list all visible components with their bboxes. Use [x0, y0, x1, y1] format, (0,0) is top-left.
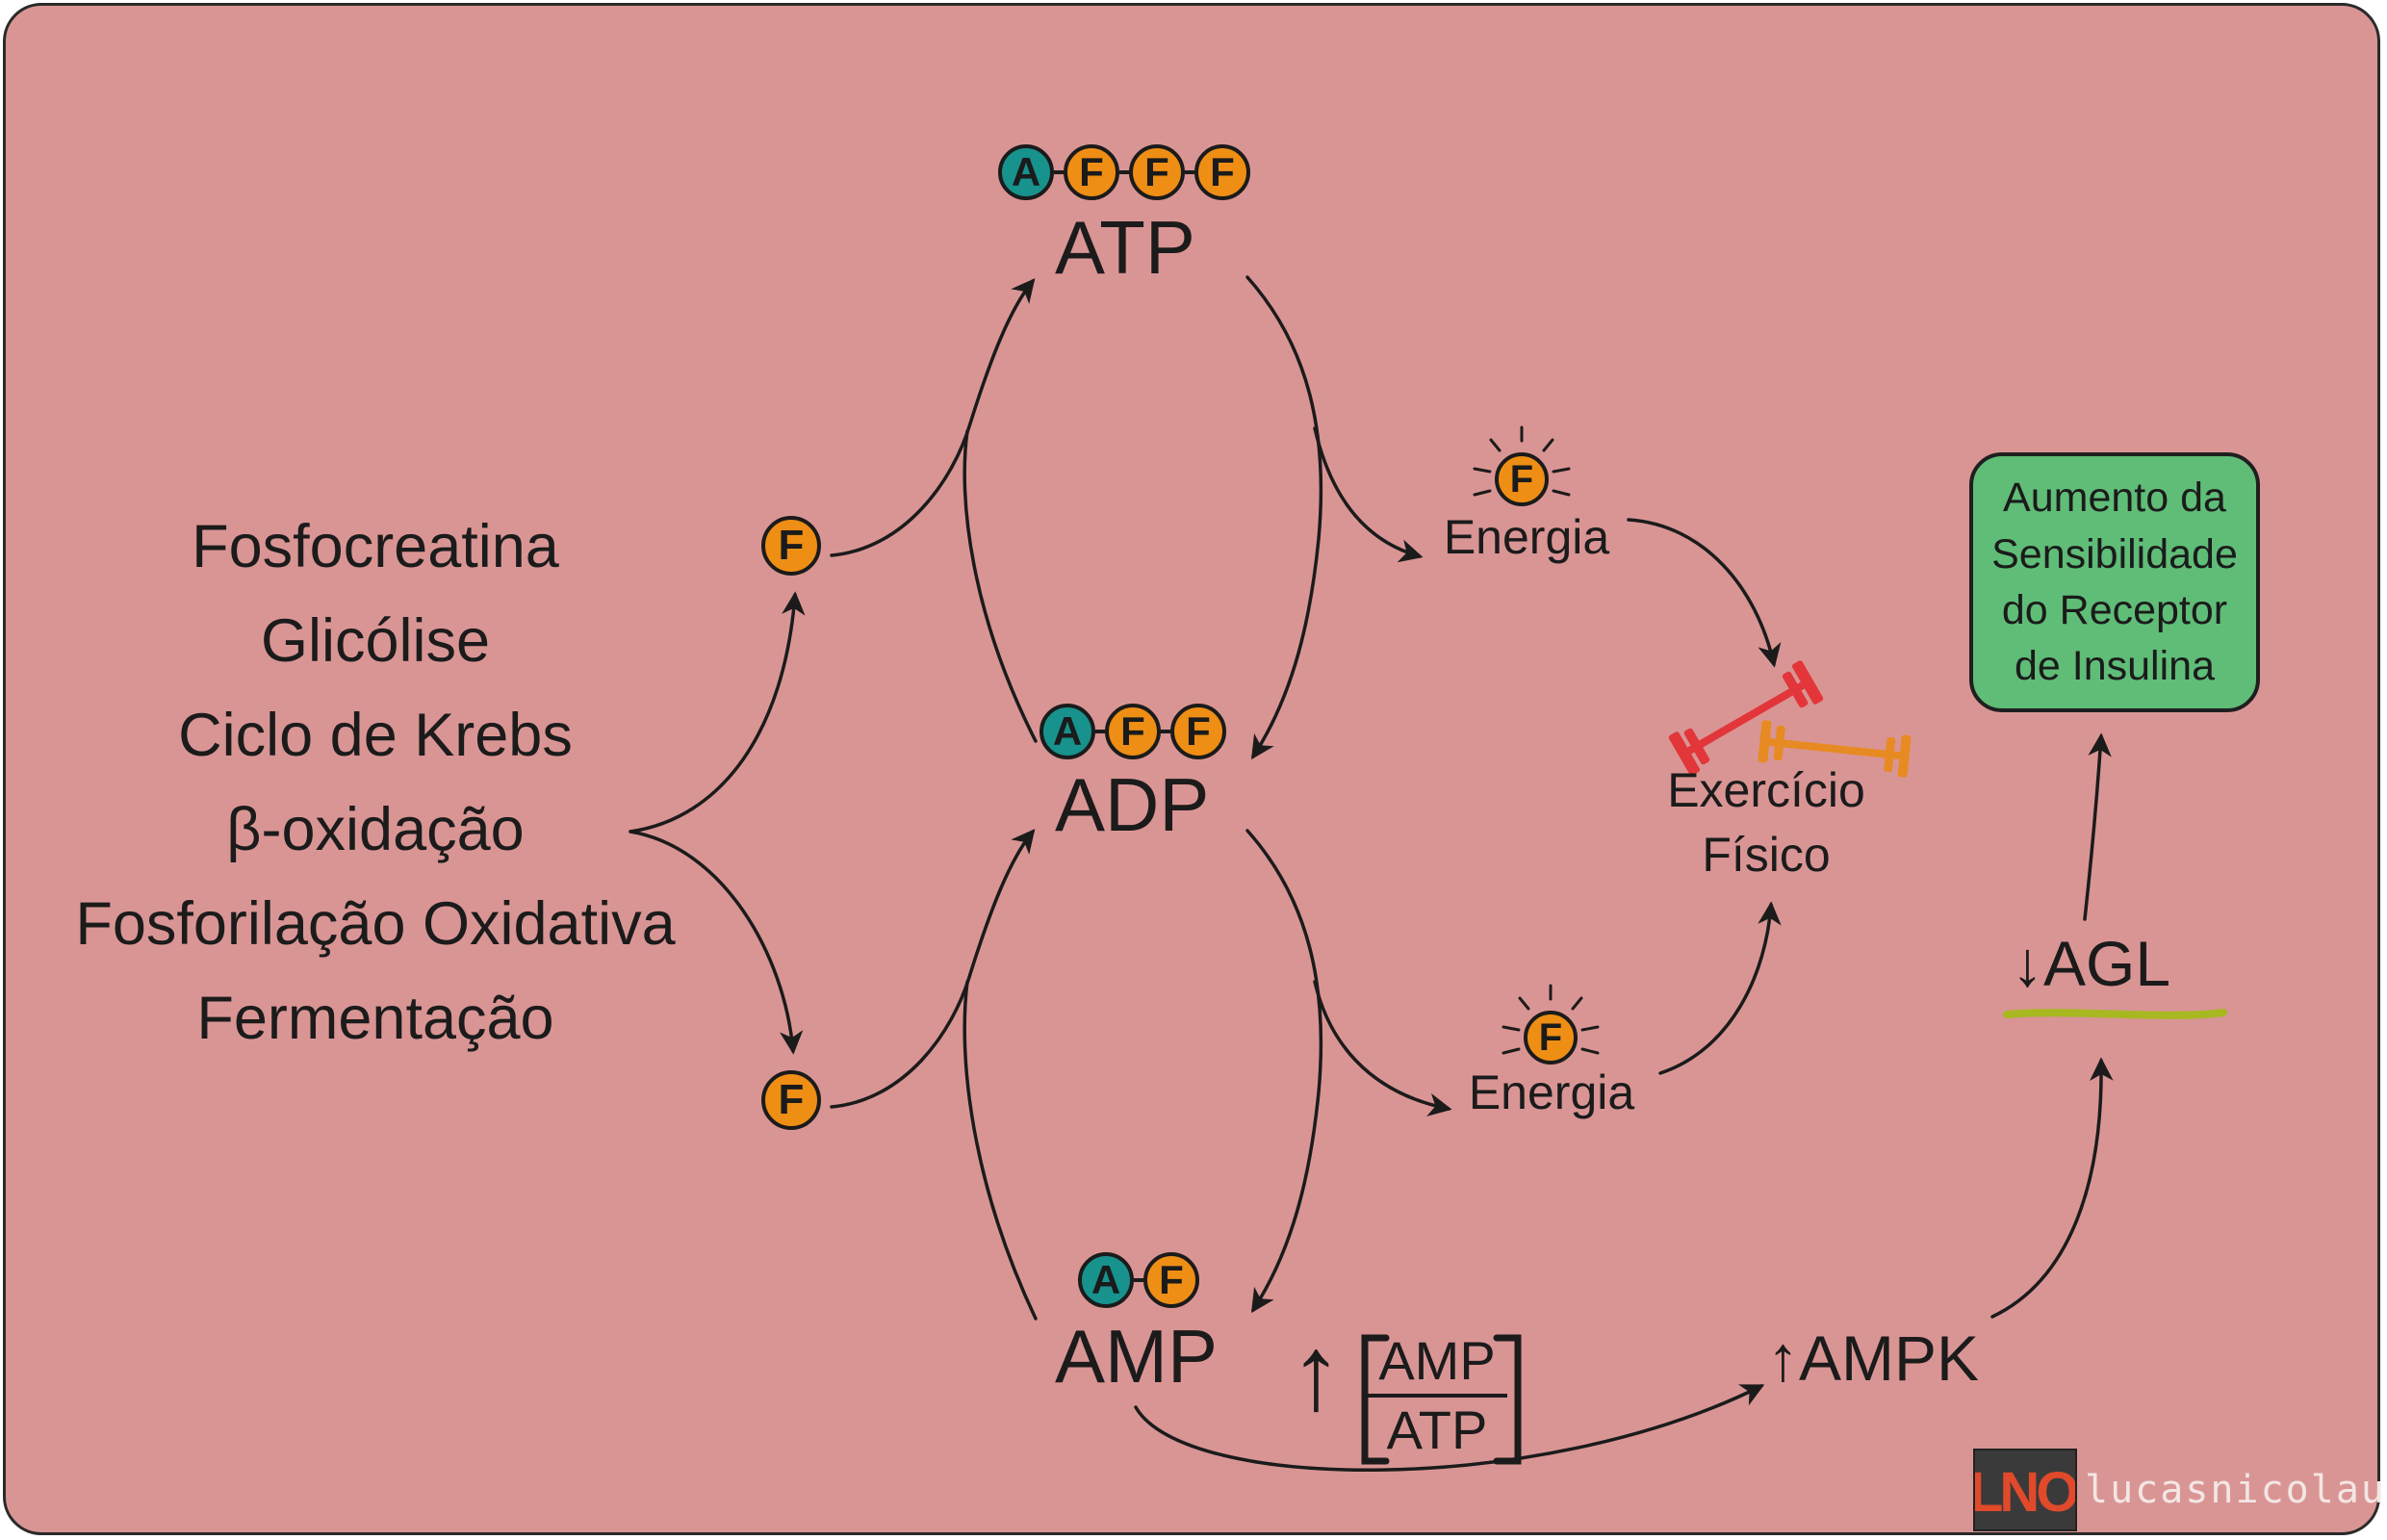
arrow-adp-rises-to-atp	[962, 429, 1038, 743]
source-glicolise: Glicólise	[260, 607, 491, 675]
phosphate-icon: F	[1143, 1252, 1199, 1308]
arrow-sources-to-lower-phosphate	[629, 830, 804, 1055]
arrow-to-energy-upper	[1313, 426, 1424, 563]
arrow-amp-rises-to-adp	[962, 980, 1038, 1321]
phosphate-icon: F	[1170, 704, 1226, 759]
arrow-phosphate-to-adp	[830, 829, 1036, 1109]
dumbbell-red-icon	[1668, 660, 1824, 776]
adenine-icon: A	[1078, 1252, 1134, 1308]
result-line-2: Sensibilidade	[1991, 530, 2238, 578]
phosphate-icon: F	[1064, 144, 1119, 200]
insulin-sensitivity-box: Aumento da Sensibilidade do Receptor de …	[1969, 452, 2260, 712]
source-fosfocreatina: Fosfocreatina	[192, 513, 559, 580]
phosphate-icon-upper: F	[761, 516, 821, 576]
energy-phosphate-icon-lower: F	[1524, 1011, 1578, 1065]
adenine-icon: A	[998, 144, 1054, 200]
ampk-label: ↑AMPK	[1767, 1322, 1980, 1394]
arrow-adp-to-amp	[1245, 829, 1323, 1314]
arrow-energy-upper-to-exercise	[1627, 518, 1782, 668]
ratio-numerator: AMP	[1367, 1334, 1507, 1398]
watermark: LNO lucasnicolau.com	[1973, 1449, 2387, 1531]
result-line-3: do Receptor	[2001, 587, 2228, 633]
ratio-bracket-right	[1493, 1334, 1522, 1465]
adenine-icon: A	[1040, 704, 1095, 759]
energy-label-lower: Energia	[1468, 1065, 1635, 1119]
energy-label-upper: Energia	[1443, 510, 1610, 564]
atp-label: ATP	[1055, 205, 1195, 290]
watermark-url: lucasnicolau.com	[2085, 1468, 2387, 1512]
phosphate-icon: F	[1129, 144, 1185, 200]
adp-label: ADP	[1055, 762, 1210, 847]
arrow-atp-to-adp	[1245, 275, 1323, 760]
source-fosforilacao-oxidativa: Fosforilação Oxidativa	[75, 890, 676, 958]
dumbbell-orange-icon	[1758, 720, 1912, 778]
amp-nucleotide-chain: A F	[1078, 1252, 1199, 1308]
arrow-ampk-to-agl	[1990, 1057, 2114, 1319]
source-ciclo-de-krebs: Ciclo de Krebs	[178, 702, 573, 769]
energy-rays-upper	[1473, 425, 1571, 497]
exercise-label-line1: Exercício	[1667, 763, 1865, 817]
ratio-denominator: ATP	[1386, 1399, 1488, 1460]
ratio-up-arrow: ↑	[1290, 1314, 1343, 1432]
exercise-label-line2: Físico	[1702, 828, 1831, 882]
energy-rays-lower	[1502, 984, 1600, 1055]
arrow-to-energy-lower	[1313, 980, 1452, 1116]
agl-label: ↓AGL	[2012, 928, 2171, 999]
source-fermentacao: Fermentação	[196, 985, 554, 1052]
phosphate-icon: F	[1194, 144, 1250, 200]
arrow-amp-to-ampk	[1134, 1384, 1765, 1473]
amp-atp-ratio: AMP ATP	[1367, 1334, 1507, 1457]
atp-nucleotide-chain: A F F F	[998, 144, 1250, 200]
source-beta-oxidacao: β-oxidação	[226, 796, 525, 863]
watermark-logo: LNO	[1973, 1449, 2077, 1531]
agl-underline	[2003, 1009, 2227, 1019]
phosphate-icon-lower: F	[761, 1070, 821, 1130]
arrow-sources-to-upper-phosphate	[629, 591, 806, 834]
phosphate-icon: F	[1105, 704, 1161, 759]
energy-phosphate-icon-upper: F	[1495, 452, 1549, 506]
arrow-phosphate-to-atp	[830, 278, 1036, 557]
arrow-agl-to-result	[2083, 732, 2112, 921]
result-line-4: de Insulina	[2015, 643, 2215, 690]
amp-label: AMP	[1055, 1314, 1219, 1399]
ratio-bracket-left	[1361, 1334, 1390, 1465]
arrow-energy-lower-to-exercise	[1658, 901, 1782, 1075]
result-line-1: Aumento da	[2003, 475, 2226, 522]
adp-nucleotide-chain: A F F	[1040, 704, 1226, 759]
